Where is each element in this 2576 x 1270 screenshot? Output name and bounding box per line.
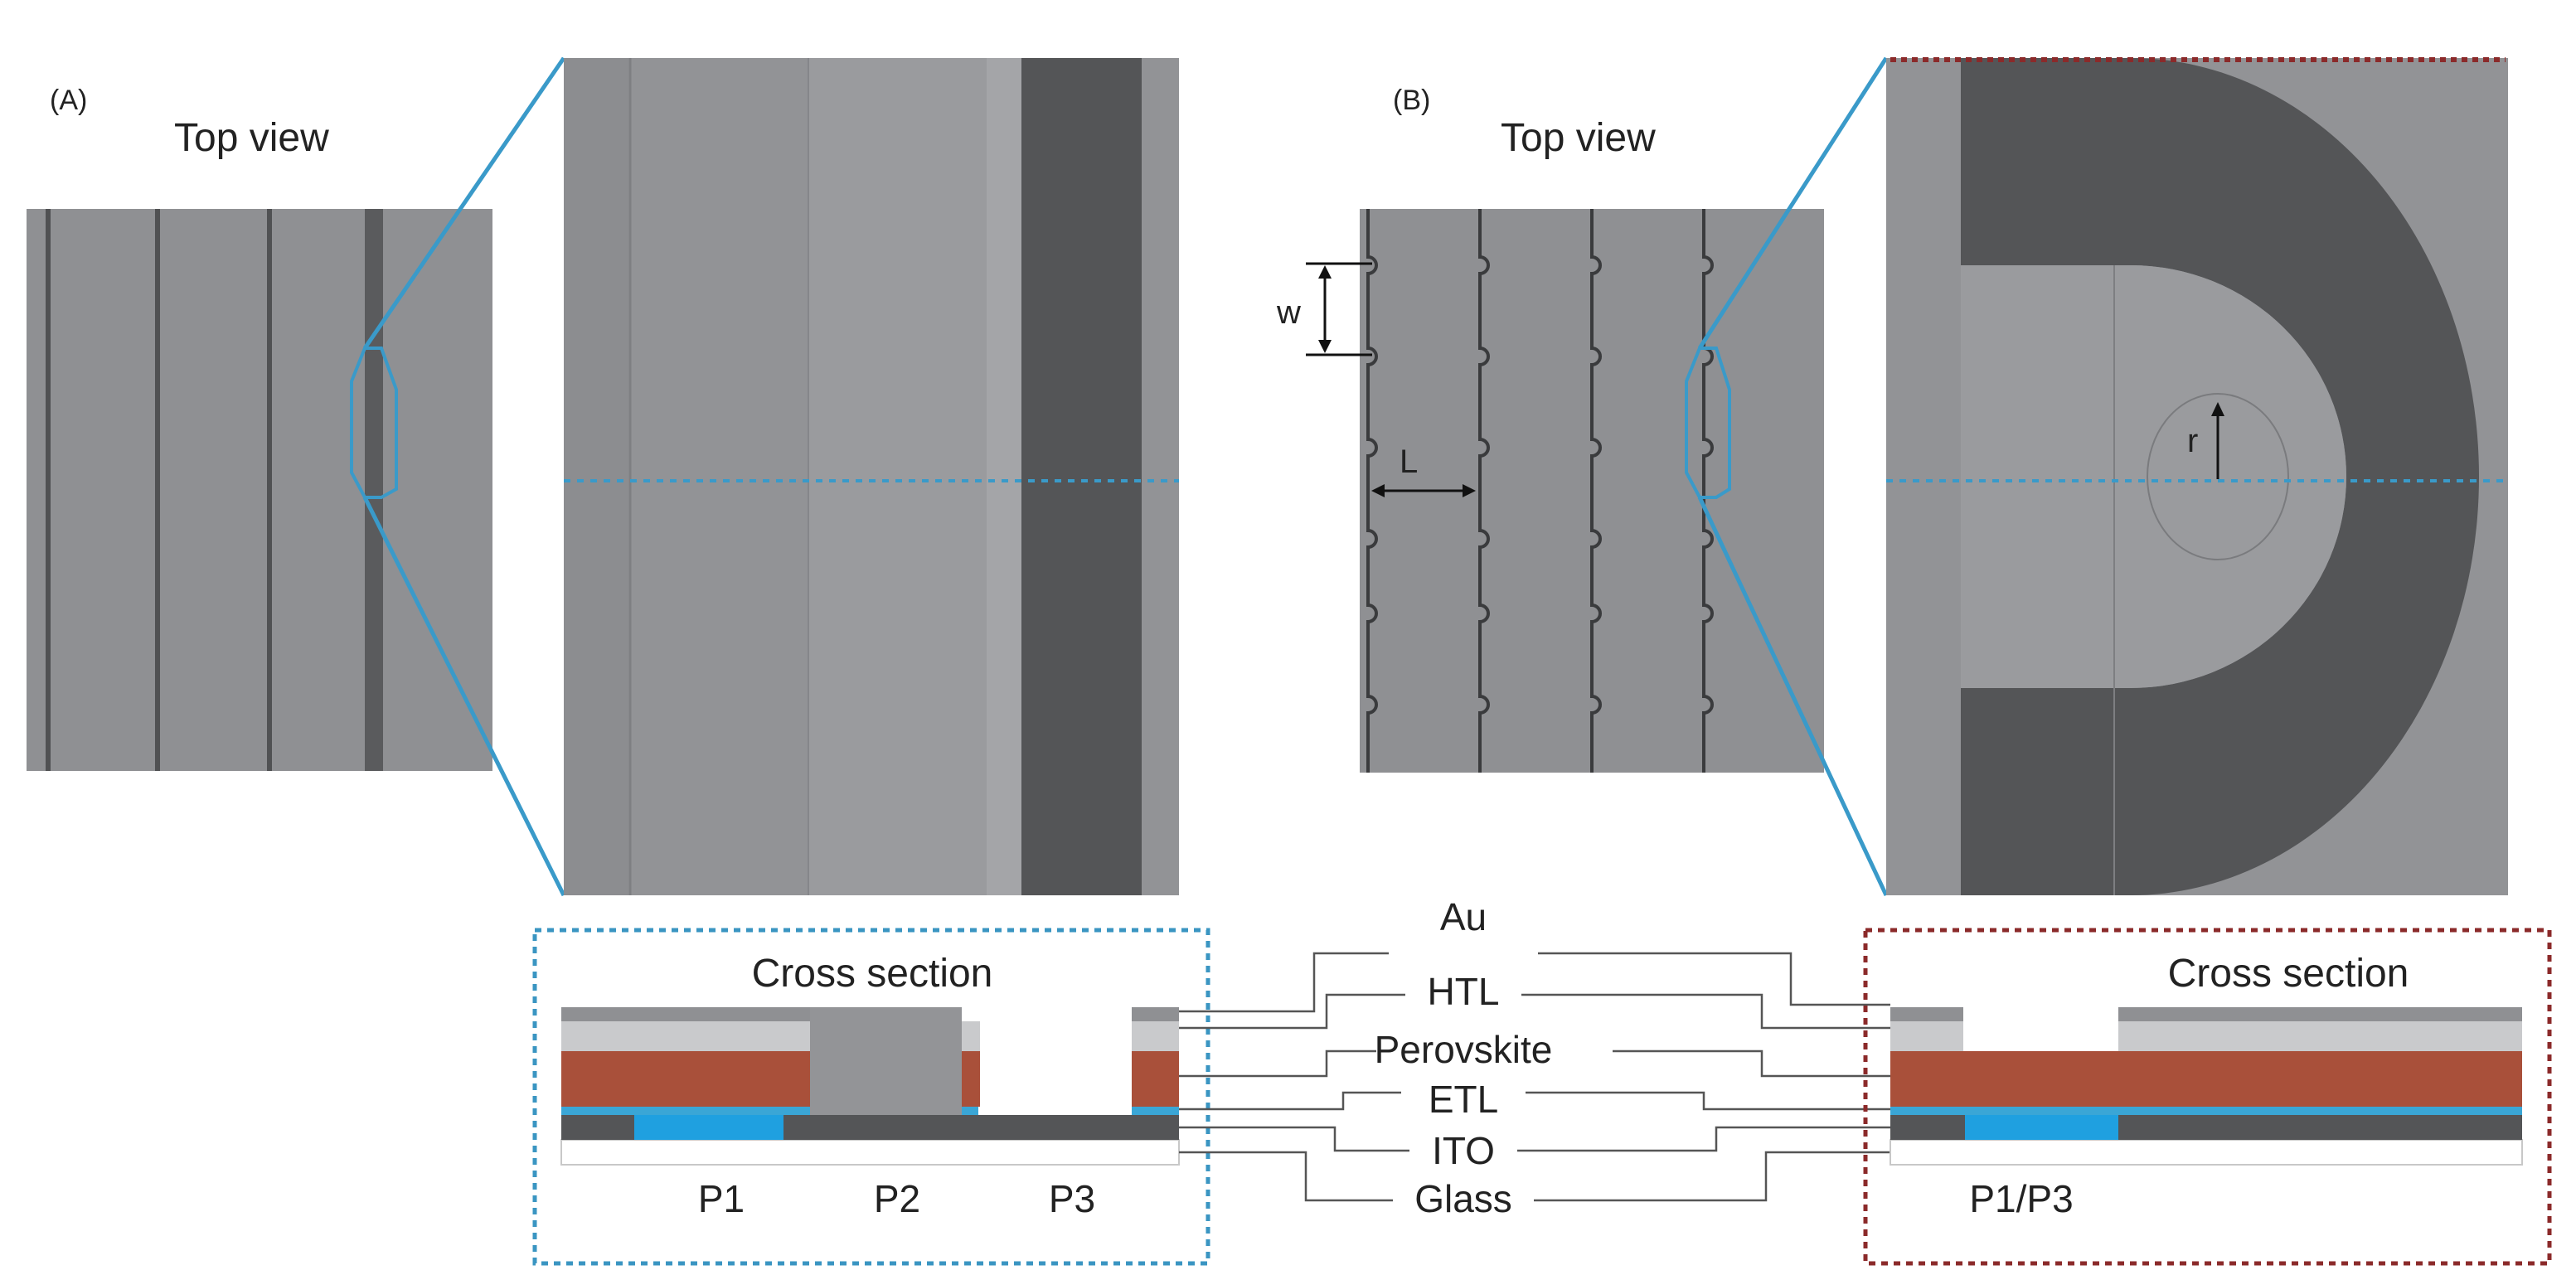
panel-a-zoom-stripe xyxy=(564,58,628,895)
panel-a: (A) Top view Cross se xyxy=(27,56,1210,1266)
panel-b-top-view: w L xyxy=(1276,56,1889,897)
panel-b-scribe-lines xyxy=(1366,209,1714,773)
etl-layer xyxy=(561,1107,810,1115)
panel-b-scribe-line xyxy=(1478,209,1490,773)
panel-a-zoom-stripe xyxy=(1142,58,1179,895)
radius-circle xyxy=(2147,393,2289,560)
htl-layer xyxy=(1132,1021,1179,1051)
panel-b-cross-section: Cross section P1/P3 xyxy=(1863,928,2552,1266)
htl-layer xyxy=(561,1021,810,1051)
panel-b-scribe-line xyxy=(1366,209,1378,773)
panel-a-zoom-region xyxy=(350,347,398,499)
etl-layer xyxy=(1890,1107,2522,1115)
panel-b-scribe-line xyxy=(1590,209,1602,773)
panel-a-cross-section-frame xyxy=(532,928,1210,1266)
radius-arrowhead xyxy=(2211,402,2224,416)
scribe-label-p2: P2 xyxy=(874,1177,920,1220)
panel-a-p3-region xyxy=(1021,58,1142,895)
leader-line-au xyxy=(1179,952,1389,1013)
panel-a-zoomed-view xyxy=(564,58,1179,895)
au-layer xyxy=(1890,1007,1963,1021)
panel-b-top-view-title: Top view xyxy=(1501,116,1656,160)
panel-b-zoom-line xyxy=(1697,496,1889,897)
panel-b-zoomed-view: r xyxy=(1886,57,2508,895)
panel-a-scribe-line xyxy=(365,209,383,771)
scribe-label-p3: P3 xyxy=(1049,1177,1095,1220)
length-arrowhead xyxy=(1463,484,1476,497)
scribe-label-p1: P1 xyxy=(698,1177,745,1220)
panel-a-zoom-stripe xyxy=(987,58,1021,895)
length-arrowhead xyxy=(1371,484,1385,497)
width-arrowhead xyxy=(1318,265,1332,279)
au-layer xyxy=(561,1007,810,1021)
perovskite-layer xyxy=(1132,1051,1179,1107)
width-label: w xyxy=(1276,294,1301,331)
panel-a-scribe-line xyxy=(155,209,160,771)
length-dimension xyxy=(1371,484,1476,497)
panel-a-cross-section: Cross section P1 P2 P3 xyxy=(532,928,1210,1266)
radius-label: r xyxy=(2187,423,2198,459)
perovskite-layer xyxy=(962,1051,980,1107)
leader-line-etl xyxy=(1526,1091,1890,1111)
etl-layer xyxy=(1132,1107,1179,1115)
htl-layer xyxy=(1890,1021,1963,1051)
panel-a-p2-region xyxy=(808,58,987,895)
width-dimension xyxy=(1306,262,1372,356)
leader-line-perovskite xyxy=(1179,1049,1376,1078)
glass-layer xyxy=(1890,1139,2523,1166)
panel-a-scribe-line xyxy=(267,209,272,771)
perovskite-layer xyxy=(1890,1051,2522,1107)
leader-line-htl xyxy=(1179,993,1405,1030)
panel-a-top-view-title: Top view xyxy=(174,116,329,160)
p2-scribe-fill xyxy=(810,1007,962,1115)
layer-label-ito: ITO xyxy=(1432,1129,1495,1172)
panel-a-scribe-line xyxy=(46,209,51,771)
layer-legend: Au HTL Perovskite ETL ITO Glass xyxy=(1179,895,1890,1220)
etl-layer xyxy=(962,1107,978,1115)
p1-scribe-fill xyxy=(634,1115,783,1140)
length-label: L xyxy=(1400,444,1418,480)
panel-a-zoom-line xyxy=(362,496,566,897)
leader-line-glass xyxy=(1534,1151,1890,1202)
width-arrowhead xyxy=(1318,340,1332,353)
scribe-label-p1-p3: P1/P3 xyxy=(1969,1177,2073,1220)
panel-b-cross-section-frame xyxy=(1863,928,2552,1266)
layer-label-perovskite: Perovskite xyxy=(1375,1028,1553,1071)
leader-line-au xyxy=(1538,952,1890,1006)
panel-a-zoom-line xyxy=(362,56,566,350)
panel-a-substrate xyxy=(27,209,492,771)
panel-a-letter: (A) xyxy=(50,85,87,116)
layer-label-htl: HTL xyxy=(1428,970,1500,1013)
panel-b-inner-region xyxy=(1961,265,2131,688)
panel-a-cross-section-title: Cross section xyxy=(752,952,993,996)
panel-b-zoom-line xyxy=(1697,56,1889,350)
leader-line-ito xyxy=(1517,1126,1890,1152)
panel-b: (B) Top view w xyxy=(1276,56,2552,1266)
leader-line-etl xyxy=(1179,1091,1401,1111)
leader-line-htl xyxy=(1521,993,1890,1030)
panel-b-scribe-line xyxy=(1702,209,1714,773)
layer-label-glass: Glass xyxy=(1414,1177,1512,1220)
layer-label-etl: ETL xyxy=(1429,1078,1498,1121)
p1-scribe-fill xyxy=(1965,1115,2118,1140)
panel-b-zoom-region xyxy=(1685,347,1731,499)
leader-line-perovskite xyxy=(1613,1049,1890,1078)
leader-lines xyxy=(1179,952,1890,1202)
au-layer xyxy=(2118,1007,2522,1021)
perovskite-layer xyxy=(561,1051,810,1107)
panel-b-inner-region xyxy=(2131,265,2346,688)
htl-layer xyxy=(962,1021,980,1051)
leader-line-ito xyxy=(1179,1126,1409,1152)
glass-layer xyxy=(560,1139,1180,1166)
panel-b-cross-section-title: Cross section xyxy=(2168,952,2409,996)
panel-b-letter: (B) xyxy=(1393,85,1430,116)
panel-a-top-view xyxy=(27,56,566,897)
au-layer xyxy=(1132,1007,1179,1021)
leader-line-glass xyxy=(1179,1151,1393,1202)
layer-label-au: Au xyxy=(1440,895,1487,938)
htl-layer xyxy=(2118,1021,2522,1051)
panel-b-p1-p3-scribe xyxy=(1961,58,2479,895)
